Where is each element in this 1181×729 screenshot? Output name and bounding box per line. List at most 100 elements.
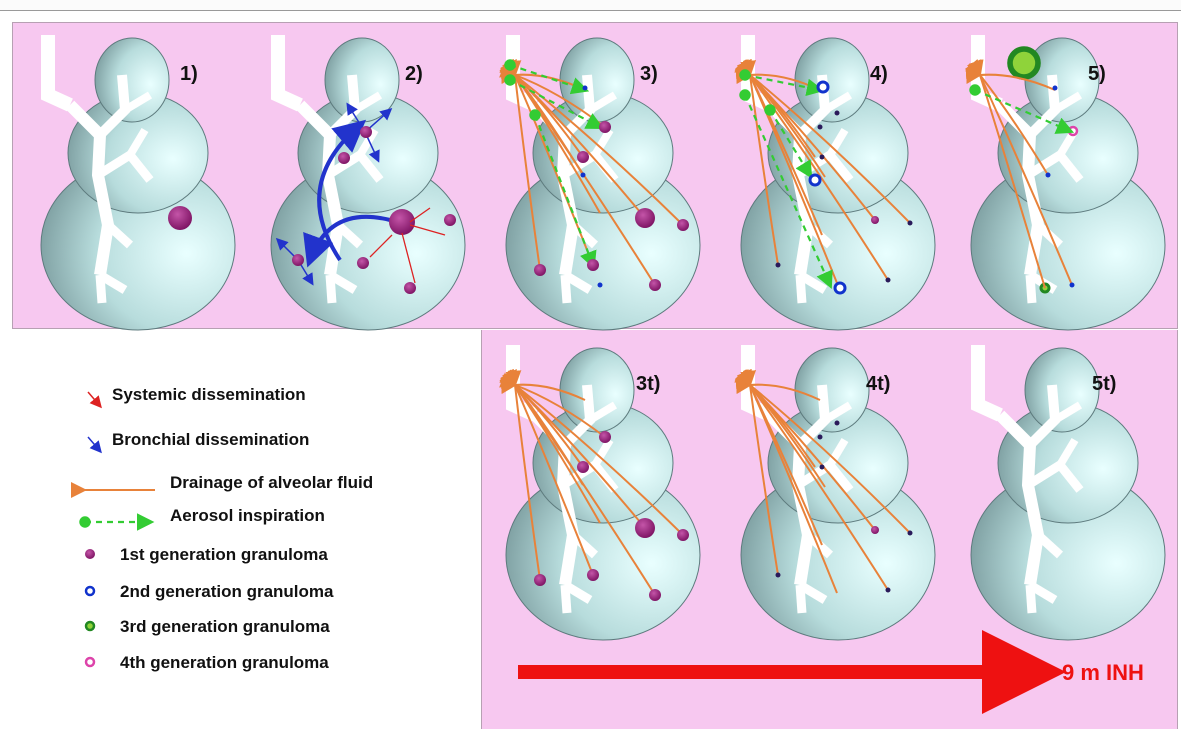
granuloma-dot (581, 173, 586, 178)
stage-4t (741, 345, 935, 640)
legend-item-aerosol: Aerosol inspiration (85, 506, 325, 525)
granuloma-gen1 (587, 259, 599, 271)
timeline-layer: 9 m INH (518, 660, 1144, 685)
lower-tip-branch (800, 585, 802, 613)
granuloma-dot (908, 221, 913, 226)
granuloma-dot (776, 263, 781, 268)
granuloma-gen1 (599, 431, 611, 443)
granuloma-gen1 (534, 574, 546, 586)
legend-label-drainage: Drainage of alveolar fluid (170, 473, 373, 492)
gen1-granuloma-icon (85, 549, 95, 559)
granuloma-dot (1046, 173, 1051, 178)
granuloma-gen2 (818, 82, 828, 92)
stage-label-3: 3) (640, 63, 658, 85)
lower-tip-branch (1030, 275, 1032, 303)
granuloma-gen1 (649, 589, 661, 601)
granuloma-gen1 (168, 206, 192, 230)
granuloma-gen1 (577, 461, 589, 473)
granuloma-dot (835, 111, 840, 116)
legend-item-gen4: 4th generation granuloma (86, 653, 329, 672)
granuloma-dot (835, 421, 840, 426)
stage-label-4t: 4t) (866, 373, 890, 395)
granuloma-gen1 (534, 264, 546, 276)
legend-item-gen1: 1st generation granuloma (85, 545, 328, 564)
granuloma-dot (908, 531, 913, 536)
lower-tip-branch (565, 585, 567, 613)
granuloma-gen1 (599, 121, 611, 133)
gen3-granuloma-icon (86, 622, 94, 630)
granuloma-gen1 (677, 219, 689, 231)
stage-label-5t: 5t) (1092, 373, 1116, 395)
granuloma-gen1 (444, 214, 456, 226)
legend-item-systemic: Systemic dissemination (88, 385, 306, 406)
stage-label-3t: 3t) (636, 373, 660, 395)
granuloma-dot (886, 278, 891, 283)
granuloma-gen1 (871, 526, 879, 534)
legend-label-gen4: 4th generation granuloma (120, 653, 329, 672)
granuloma-gen1 (577, 151, 589, 163)
legend-label-systemic: Systemic dissemination (112, 385, 306, 404)
lower-tip-branch (800, 275, 802, 303)
legend-item-drainage: Drainage of alveolar fluid (85, 473, 373, 492)
granuloma-gen2 (835, 283, 845, 293)
granuloma-dot (820, 465, 825, 470)
granuloma-gen1 (635, 518, 655, 538)
granuloma-gen1 (587, 569, 599, 581)
stage-3 (506, 35, 700, 330)
stage-1 (41, 35, 235, 330)
granuloma-dot (818, 125, 823, 130)
granuloma-gen1 (404, 282, 416, 294)
trachea (278, 35, 300, 105)
legend-label-aerosol: Aerosol inspiration (170, 506, 325, 525)
systemic-arrow-icon (88, 392, 100, 406)
lower-tip-branch (330, 275, 332, 303)
granuloma-gen1 (635, 208, 655, 228)
stage-2 (271, 35, 465, 330)
timeline-label: 9 m INH (1062, 660, 1144, 685)
granuloma-gen1 (360, 126, 372, 138)
stage-label-4: 4) (870, 63, 888, 85)
bronchial-arrow-icon (88, 437, 100, 451)
granuloma-gen1 (357, 257, 369, 269)
stage-3t (506, 345, 700, 640)
granuloma-dot (820, 155, 825, 160)
legend-label-gen2: 2nd generation granuloma (120, 582, 334, 601)
granuloma-dot (1070, 283, 1075, 288)
lower-tip-branch (100, 275, 102, 303)
legend-item-gen2: 2nd generation granuloma (86, 582, 334, 601)
stage-label-1: 1) (180, 63, 198, 85)
legend-layer: Systemic disseminationBronchial dissemin… (85, 385, 373, 672)
lower-tip-branch (1030, 585, 1032, 613)
granuloma-gen1 (649, 279, 661, 291)
stage-4 (741, 35, 935, 330)
granuloma-dot (886, 588, 891, 593)
legend-item-bronchial: Bronchial dissemination (88, 430, 309, 451)
granuloma-dot (1053, 86, 1058, 91)
gen2-granuloma-icon (86, 587, 94, 595)
granuloma-dot (818, 435, 823, 440)
granuloma-gen1 (677, 529, 689, 541)
granuloma-gen1 (292, 254, 304, 266)
trachea (978, 345, 1000, 415)
granuloma-gen3 (1010, 49, 1038, 77)
trachea (48, 35, 70, 105)
legend-label-gen1: 1st generation granuloma (120, 545, 328, 564)
granuloma-dot (776, 573, 781, 578)
granuloma-dot (583, 86, 588, 91)
legend-label-gen3: 3rd generation granuloma (120, 617, 330, 636)
granuloma-gen4 (1069, 127, 1077, 135)
stage-label-2: 2) (405, 63, 423, 85)
granuloma-gen1 (871, 216, 879, 224)
stage-5t (971, 345, 1165, 640)
legend-item-gen3: 3rd generation granuloma (86, 617, 330, 636)
granuloma-dot (598, 283, 603, 288)
gen4-granuloma-icon (86, 658, 94, 666)
stage-5 (971, 35, 1165, 330)
granuloma-gen2 (810, 175, 820, 185)
lower-tip-branch (565, 275, 567, 303)
stage-label-5: 5) (1088, 63, 1106, 85)
granuloma-gen1 (338, 152, 350, 164)
legend-label-bronchial: Bronchial dissemination (112, 430, 309, 449)
